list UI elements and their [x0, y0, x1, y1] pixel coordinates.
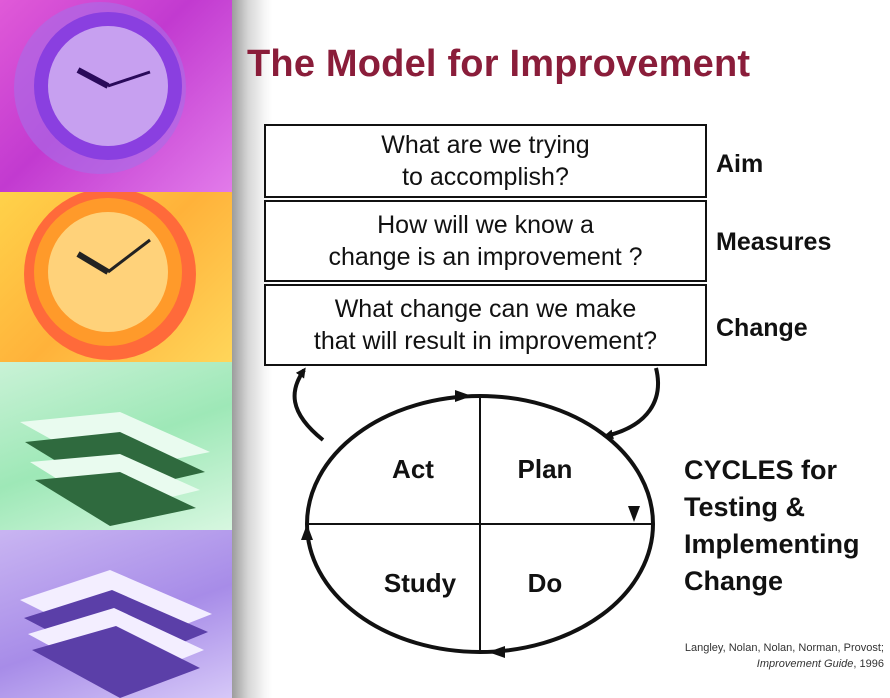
arrowhead-right — [628, 506, 640, 522]
cycles-caption: CYCLES for Testing & Implementing Change — [684, 452, 860, 600]
quadrant-do: Do — [528, 568, 563, 598]
page-title: The Model for Improvement — [247, 43, 751, 85]
arrowhead-bottom — [488, 646, 505, 658]
label-change: Change — [716, 314, 808, 342]
citation-authors: Langley, Nolan, Nolan, Norman, Provost; — [684, 642, 884, 654]
question-box-measures: How will we know a change is an improvem… — [264, 200, 707, 282]
question-box-aim: What are we trying to accomplish? — [264, 124, 707, 198]
cycles-line-4: Change — [684, 566, 784, 596]
citation-book-line: Improvement Guide, 1996 — [685, 656, 884, 672]
arrowhead-left — [301, 524, 313, 540]
question-box-change: What change can we make that will result… — [264, 284, 707, 366]
green-papers-image — [0, 362, 232, 530]
arrow-from-questions — [603, 367, 660, 440]
citation-year: , 1996 — [853, 658, 884, 670]
quadrant-act: Act — [392, 454, 434, 484]
arrow-to-questions — [292, 367, 325, 442]
purple-clock-image — [0, 0, 232, 192]
cycles-line-2: Testing & — [684, 492, 805, 522]
quadrant-plan: Plan — [518, 454, 573, 484]
arrowhead-top — [455, 390, 472, 402]
quadrant-study: Study — [384, 568, 457, 598]
image-strip — [0, 0, 232, 698]
cycles-line-3: Implementing — [684, 529, 860, 559]
label-aim: Aim — [716, 150, 764, 178]
orange-clock-image — [0, 192, 232, 362]
label-measures: Measures — [716, 228, 832, 256]
citation-book: Improvement Guide — [756, 658, 854, 670]
cycles-line-1: CYCLES for — [684, 455, 838, 485]
citation: Langley, Nolan, Nolan, Norman, Provost; … — [685, 640, 884, 672]
purple-papers-image — [0, 530, 232, 698]
